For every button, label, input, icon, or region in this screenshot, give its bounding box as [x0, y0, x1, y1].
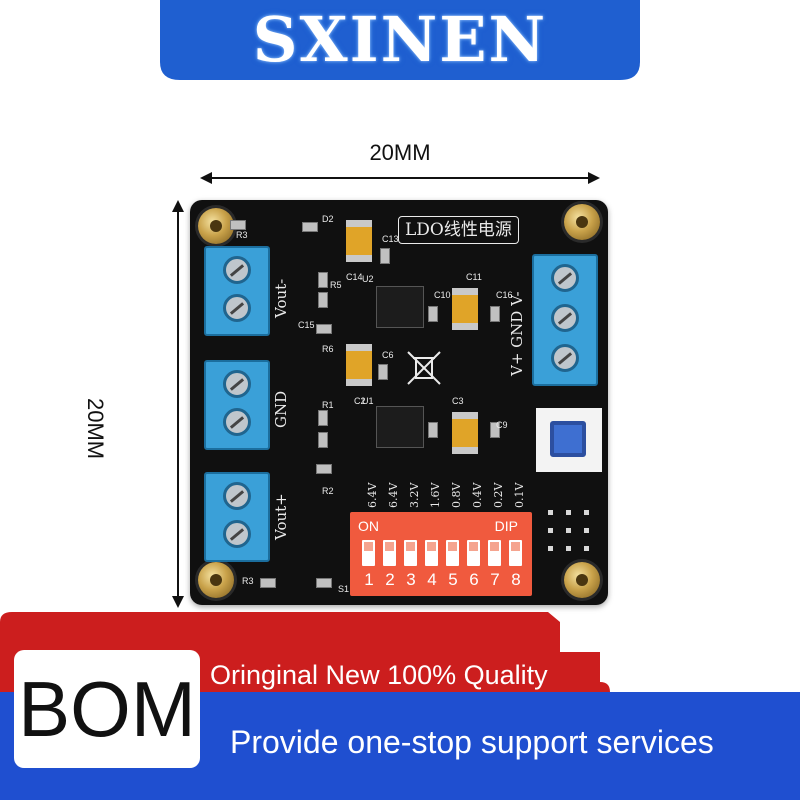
regulator-chip-u2	[376, 286, 424, 328]
brand-logo-text: SXINEN	[252, 3, 548, 76]
bottom-banner-shape	[0, 612, 800, 800]
mount-screw-bottom-left	[198, 562, 234, 598]
width-dimension-label: 20MM	[369, 140, 431, 165]
dip-number: 6	[469, 570, 479, 589]
label-r1: R1	[322, 400, 334, 410]
mount-screw-top-right	[564, 204, 600, 240]
dip-switch: ON DIP 1 2 3 4 5 6 7 8	[350, 512, 532, 596]
tantalum-capacitor	[452, 288, 478, 330]
terminal-input	[532, 254, 598, 386]
smd-component	[490, 306, 500, 322]
dip-switch-4[interactable]	[425, 540, 438, 566]
smd-component	[318, 292, 328, 308]
dip-number: 4	[427, 570, 437, 589]
label-gnd: GND	[272, 390, 290, 428]
label-c11: C11	[466, 272, 482, 282]
label-c15: C15	[298, 320, 315, 330]
weee-bin-icon	[407, 351, 441, 385]
dip-voltage-label: 0.1V	[513, 482, 526, 508]
dip-number: 3	[406, 570, 416, 589]
label-input-terminal: V+ GND V-	[508, 291, 526, 376]
label-d2: D2	[322, 214, 334, 224]
dip-number: 5	[448, 570, 458, 589]
smd-component	[316, 464, 332, 474]
smd-component	[230, 220, 246, 230]
dip-switch-8[interactable]	[509, 540, 522, 566]
smd-component	[318, 272, 328, 288]
label-r5: R5	[330, 280, 342, 290]
smd-component	[316, 324, 332, 334]
bom-badge: BOM	[14, 650, 200, 768]
tantalum-capacitor	[346, 344, 372, 386]
push-button	[550, 421, 586, 457]
support-tagline: Provide one-stop support services	[230, 724, 714, 760]
dip-switch-5[interactable]	[446, 540, 459, 566]
smd-component	[380, 248, 390, 264]
label-c10: C10	[434, 290, 451, 300]
dip-number: 8	[511, 570, 521, 589]
label-vout-minus: Vout-	[272, 278, 290, 318]
dip-voltage-label: 0.4V	[471, 482, 484, 508]
label-c13: C13	[382, 234, 399, 244]
height-dimension-label: 20MM	[83, 398, 108, 460]
label-c16: C16	[496, 290, 513, 300]
terminal-vout-plus	[204, 472, 270, 562]
label-c9: C9	[496, 420, 508, 430]
dip-switch-2[interactable]	[383, 540, 396, 566]
label-u1: U1	[362, 396, 374, 406]
smd-component	[316, 578, 332, 588]
mount-screw-top-left	[198, 208, 234, 244]
dip-number: 1	[364, 570, 374, 589]
label-r3: R3	[236, 230, 248, 240]
label-r3-bottom: R3	[242, 576, 254, 586]
dip-on-label: ON	[358, 518, 379, 534]
smd-component	[318, 432, 328, 448]
top-banner: SXINEN	[0, 0, 800, 80]
dip-number: 2	[385, 570, 395, 589]
top-banner-shape	[160, 0, 640, 80]
dip-voltage-label: 3.2V	[408, 482, 421, 508]
terminal-vout-minus	[204, 246, 270, 336]
smd-component	[428, 422, 438, 438]
label-c2: C2	[354, 396, 366, 406]
label-u2: U2	[362, 274, 374, 284]
dip-switch-6[interactable]	[467, 540, 480, 566]
smd-component	[428, 306, 438, 322]
mount-screw-bottom-right	[564, 562, 600, 598]
label-r2: R2	[322, 486, 334, 496]
tantalum-capacitor	[346, 220, 372, 262]
pcb-board: LDO线性电源 Vout- GND Vout+ V+ GND V- U2 U1	[190, 200, 608, 605]
dip-voltage-label: 6.4V	[366, 482, 379, 508]
dip-switch-3[interactable]	[404, 540, 417, 566]
label-c14: C14	[346, 272, 363, 282]
dip-number: 7	[490, 570, 500, 589]
dip-label: DIP	[494, 518, 518, 534]
smd-component	[378, 364, 388, 380]
smd-component	[302, 222, 318, 232]
dip-switch-1[interactable]	[362, 540, 375, 566]
dip-voltage-label: 6.4V	[387, 482, 400, 508]
smd-component	[318, 410, 328, 426]
quality-tagline: Oringinal New 100% Quality	[210, 660, 548, 690]
label-c6: C6	[382, 350, 394, 360]
dip-voltage-label: 1.6V	[429, 482, 442, 508]
terminal-gnd	[204, 360, 270, 450]
smd-component	[260, 578, 276, 588]
board-title: LDO线性电源	[398, 216, 519, 244]
label-s1: S1	[338, 584, 350, 594]
label-r6: R6	[322, 344, 334, 354]
dip-voltage-label: 0.8V	[450, 482, 463, 508]
dip-voltage-label: 0.2V	[492, 482, 505, 508]
regulator-chip-u1	[376, 406, 424, 448]
tantalum-capacitor	[452, 412, 478, 454]
label-c3: C3	[452, 396, 464, 406]
dip-switch-7[interactable]	[488, 540, 501, 566]
label-vout-plus: Vout+	[272, 493, 290, 540]
smd-component	[490, 422, 500, 438]
